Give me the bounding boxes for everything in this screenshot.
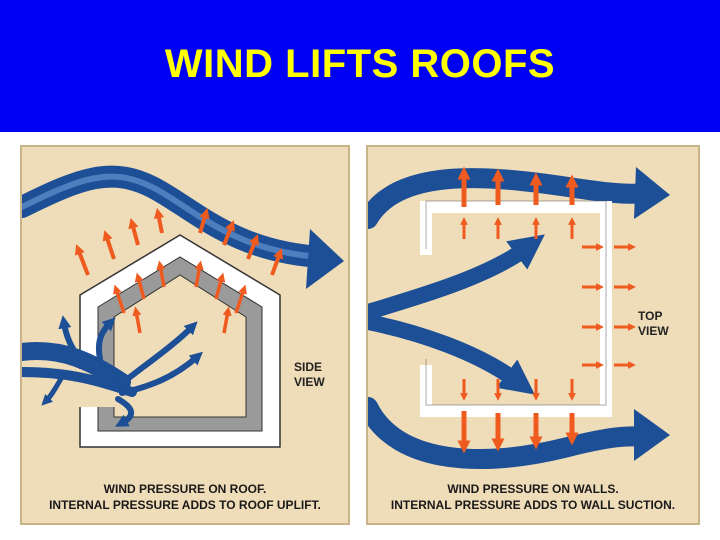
side-caption-line1: WIND PRESSURE ON ROOF.	[103, 482, 267, 496]
top-caption-line1: WIND PRESSURE ON WALLS.	[447, 482, 619, 496]
title-bar: WIND LIFTS ROOFS	[0, 0, 720, 132]
building-plan	[420, 200, 612, 417]
side-view-diagram	[22, 165, 344, 448]
bottom-wall-internal-arrows	[460, 379, 576, 401]
side-view-label-line2: VIEW	[294, 375, 325, 389]
top-view-label: TOP VIEW	[638, 309, 669, 339]
top-view-panel: TOP VIEW WIND PRESSURE ON WALLS. INTERNA…	[366, 145, 700, 525]
top-caption-line2: INTERNAL PRESSURE ADDS TO WALL SUCTION.	[390, 498, 676, 512]
slide-title: WIND LIFTS ROOFS	[164, 41, 556, 86]
top-view-label-line2: VIEW	[638, 324, 669, 338]
top-view-diagram	[368, 166, 670, 469]
top-view-caption: WIND PRESSURE ON WALLS. INTERNAL PRESSUR…	[368, 481, 698, 513]
wind-arrow-bottom	[368, 397, 670, 469]
side-view-panel: SIDE VIEW WIND PRESSURE ON ROOF. INTERNA…	[20, 145, 350, 525]
side-caption-line2: INTERNAL PRESSURE ADDS TO ROOF UPLIFT.	[49, 498, 321, 512]
wind-into-opening	[22, 315, 203, 427]
top-wall-internal-arrows	[460, 217, 576, 239]
side-view-label: SIDE VIEW	[294, 360, 325, 390]
right-wall-arrows	[582, 243, 636, 369]
side-view-label-line1: SIDE	[294, 360, 323, 374]
top-view-label-line1: TOP	[638, 309, 663, 323]
top-wall-suction-arrows	[457, 166, 579, 207]
roof-uplift-arrows	[75, 207, 284, 276]
internal-roof-arrows	[113, 260, 247, 334]
side-view-caption: WIND PRESSURE ON ROOF. INTERNAL PRESSURE…	[22, 481, 348, 513]
wind-into-opening-top	[368, 234, 545, 395]
bottom-wall-suction-arrows	[457, 411, 579, 454]
